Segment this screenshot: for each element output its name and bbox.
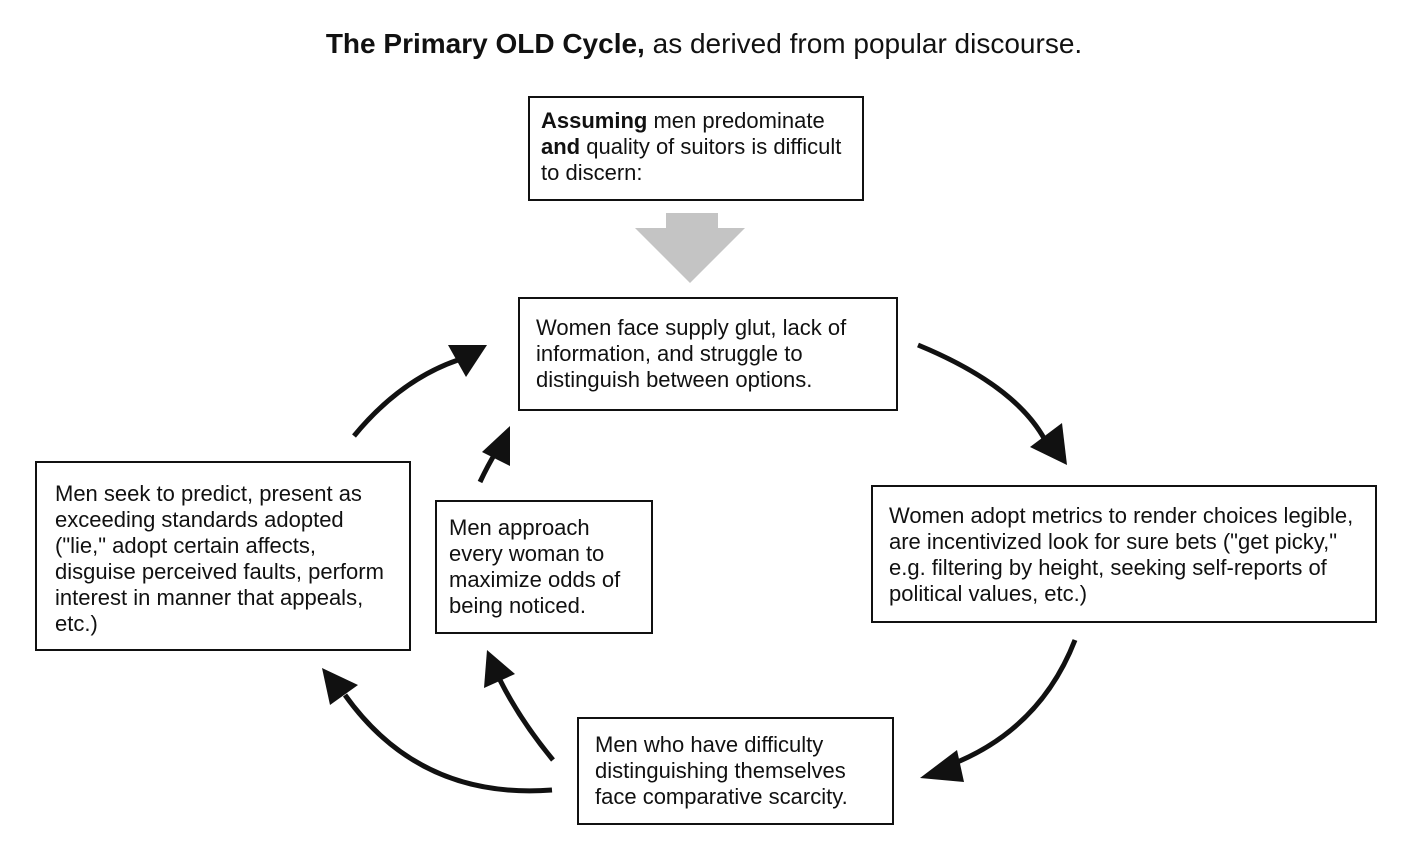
arrow-scarcity-to-predict-head — [322, 668, 358, 705]
arrow-metrics-to-scarcity-head — [920, 750, 964, 782]
premise-bold-and: and — [541, 134, 581, 159]
arrow-scarcity-to-approach-head — [484, 650, 515, 688]
node-men-predict-text: Men seek to predict, present as exceedin… — [55, 481, 384, 636]
arrow-scarcity-to-predict — [342, 693, 553, 794]
premise-box: Assuming men predominate and quality of s… — [528, 96, 864, 201]
premise-bold-assuming: Assuming — [541, 108, 648, 133]
node-men-approach-text: Men approach every woman to maximize odd… — [449, 515, 621, 618]
title-bold: The Primary OLD Cycle, — [325, 28, 645, 59]
diagram-title: The Primary OLD Cycle, as derived from p… — [0, 26, 1408, 62]
premise-text-2: quality of suitors is difficult to disce… — [541, 134, 842, 185]
node-men-scarcity-text: Men who have difficulty distinguishing t… — [595, 732, 848, 809]
premise-down-arrow — [635, 213, 745, 283]
node-women-supply-glut: Women face supply glut, lack of informat… — [518, 297, 898, 411]
arrow-metrics-to-scarcity — [949, 639, 1078, 768]
arrow-glut-to-metrics-head — [1030, 423, 1067, 465]
node-men-predict: Men seek to predict, present as exceedin… — [35, 461, 411, 651]
node-women-supply-glut-text: Women face supply glut, lack of informat… — [536, 315, 847, 392]
arrow-approach-to-glut-head — [482, 426, 510, 466]
arrow-scarcity-to-approach — [497, 678, 555, 762]
arrow-glut-to-metrics — [917, 342, 1048, 442]
title-rest: as derived from popular discourse. — [644, 28, 1083, 59]
node-women-adopt-metrics-text: Women adopt metrics to render choices le… — [889, 503, 1354, 606]
arrow-predict-to-glut — [352, 357, 459, 438]
premise-text-1: men predominate — [647, 108, 825, 133]
node-men-scarcity: Men who have difficulty distinguishing t… — [577, 717, 894, 825]
node-men-approach: Men approach every woman to maximize odd… — [435, 500, 653, 634]
node-women-adopt-metrics: Women adopt metrics to render choices le… — [871, 485, 1377, 623]
arrow-predict-to-glut-head — [448, 345, 487, 377]
